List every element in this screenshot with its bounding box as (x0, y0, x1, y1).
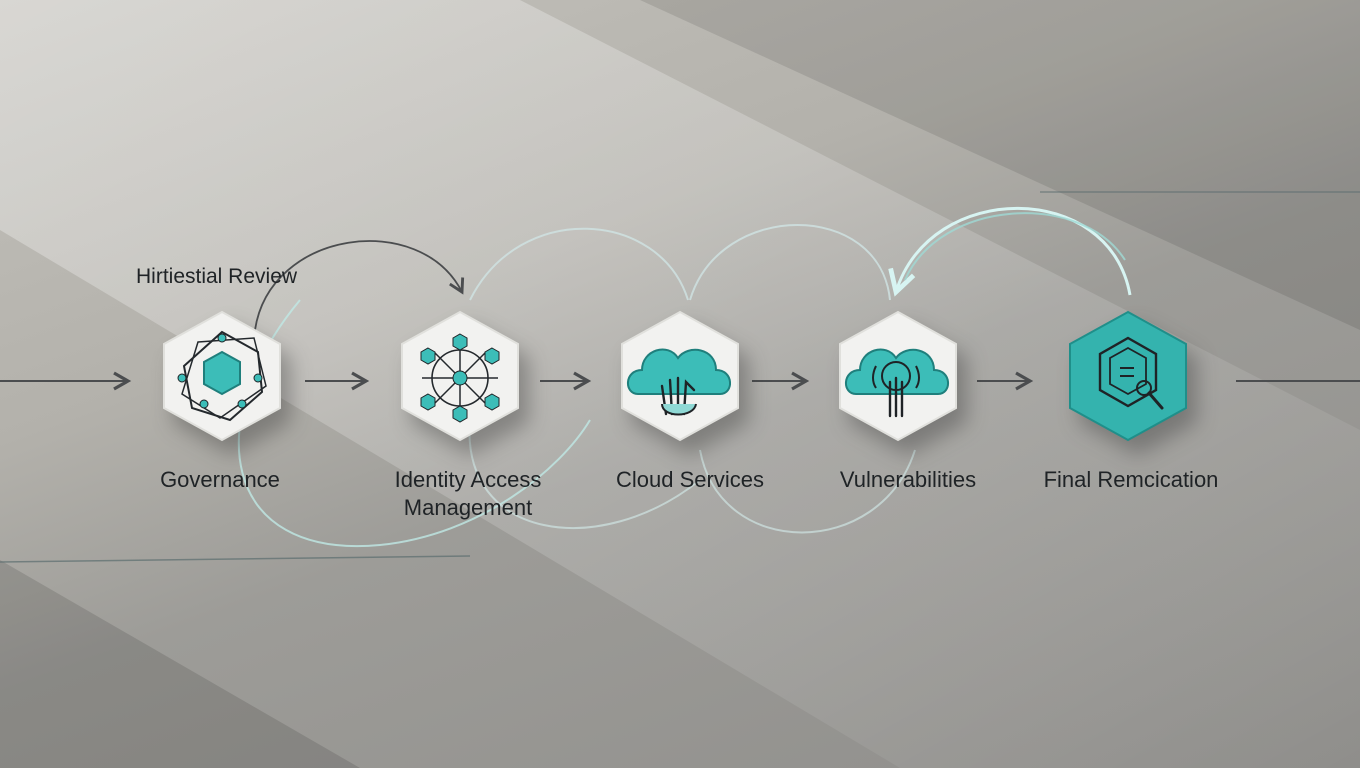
step-cloud-services[interactable] (616, 308, 744, 444)
document-search-icon (1098, 336, 1164, 410)
step-label-cloud-services: Cloud Services (616, 467, 764, 492)
step-label-vulnerabilities: Vulnerabilities (839, 467, 977, 492)
loop-arc-1 (254, 240, 465, 331)
cloud-scan-icon (845, 348, 949, 418)
step-label-identity-access-management: Identity Access Management (394, 467, 542, 520)
step-identity-access-management[interactable] (396, 308, 524, 444)
step-label-governance: Governance (160, 467, 280, 492)
step-vulnerabilities[interactable] (834, 308, 962, 444)
step-label-final: Final Remcication (1043, 467, 1219, 492)
step-final[interactable] (1064, 308, 1192, 444)
loop-arc-return (888, 207, 1132, 297)
review-label: Hirtiestial Review (136, 265, 298, 288)
governance-polygon-icon (177, 330, 267, 422)
cloud-hand-icon (627, 348, 731, 416)
step-governance[interactable] (158, 308, 286, 444)
network-nodes-icon (420, 333, 500, 423)
